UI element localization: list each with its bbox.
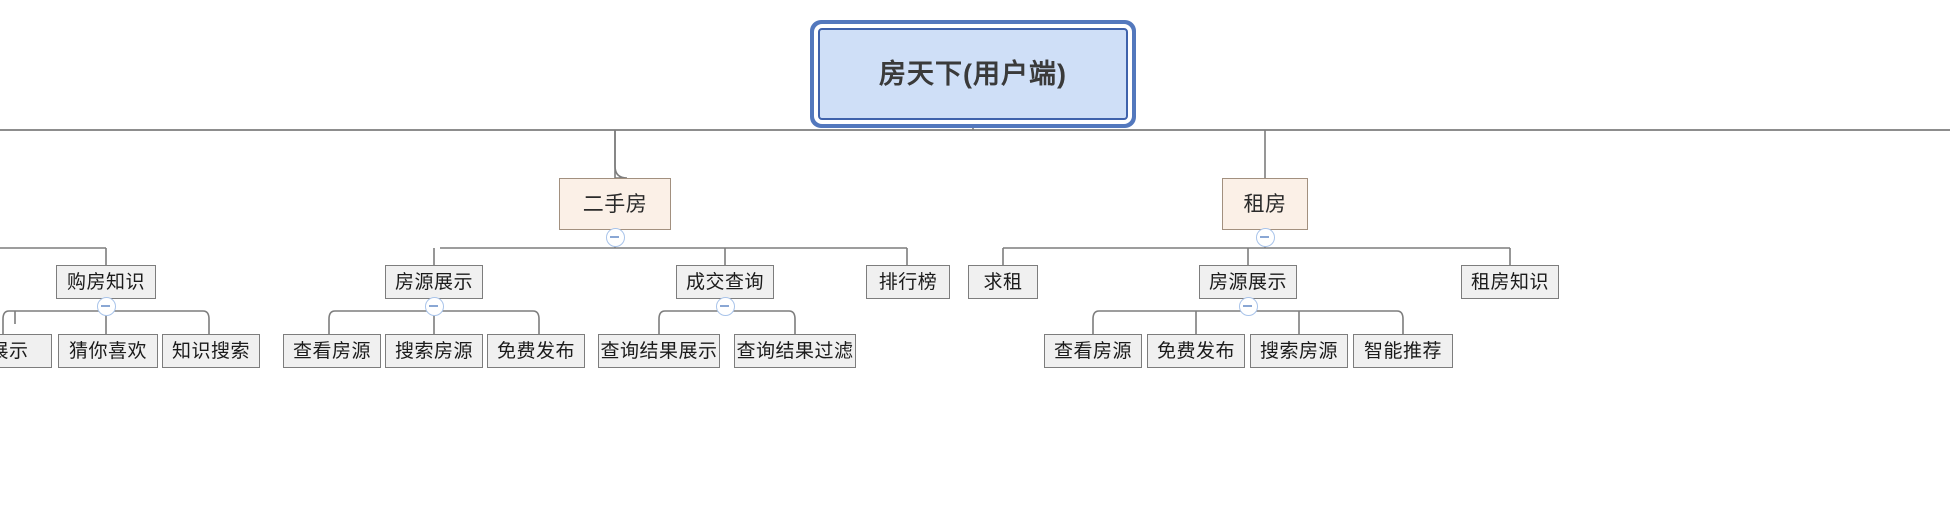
tree-node-n-ssfy1[interactable]: 搜索房源 xyxy=(385,334,483,368)
tree-node-n-qz[interactable]: 求租 xyxy=(968,265,1038,299)
tree-node-n-zf[interactable]: 租房 xyxy=(1222,178,1308,230)
tree-node-n-cjcx[interactable]: 成交查询 xyxy=(676,265,774,299)
tree-node-n-phb[interactable]: 排行榜 xyxy=(866,265,950,299)
tree-node-n-znth[interactable]: 智能推荐 xyxy=(1353,334,1453,368)
root-node-fangtianxia[interactable]: 房天下(用户端) xyxy=(818,28,1128,120)
tree-node-n-fyzs2[interactable]: 房源展示 xyxy=(1199,265,1297,299)
tree-node-n-ssfy2[interactable]: 搜索房源 xyxy=(1250,334,1348,368)
tree-node-n-zsss[interactable]: 知识搜索 xyxy=(162,334,260,368)
collapse-minus-icon[interactable] xyxy=(715,297,735,316)
tree-node-n-essf[interactable]: 二手房 xyxy=(559,178,671,230)
tree-node-n-cxjgzs[interactable]: 查询结果展示 xyxy=(598,334,720,368)
tree-node-n-cxjggl[interactable]: 查询结果过滤 xyxy=(734,334,856,368)
tree-node-n-zfzs[interactable]: 租房知识 xyxy=(1461,265,1559,299)
tree-node-n-mffb1[interactable]: 免费发布 xyxy=(487,334,585,368)
collapse-minus-icon[interactable] xyxy=(424,297,444,316)
tree-node-n-ckfy1[interactable]: 查看房源 xyxy=(283,334,381,368)
collapse-minus-icon[interactable] xyxy=(1255,228,1275,247)
collapse-minus-icon[interactable] xyxy=(605,228,625,247)
collapse-minus-icon[interactable] xyxy=(96,297,116,316)
tree-node-n-fyzs1[interactable]: 房源展示 xyxy=(385,265,483,299)
tree-node-n-ckfy2[interactable]: 查看房源 xyxy=(1044,334,1142,368)
collapse-minus-icon[interactable] xyxy=(1238,297,1258,316)
tree-node-n-cnxh[interactable]: 猜你喜欢 xyxy=(58,334,158,368)
tree-node-n-zs[interactable]: 展示 xyxy=(0,334,52,368)
tree-node-n-mffb2[interactable]: 免费发布 xyxy=(1147,334,1245,368)
tree-node-n-gfzs[interactable]: 购房知识 xyxy=(56,265,156,299)
